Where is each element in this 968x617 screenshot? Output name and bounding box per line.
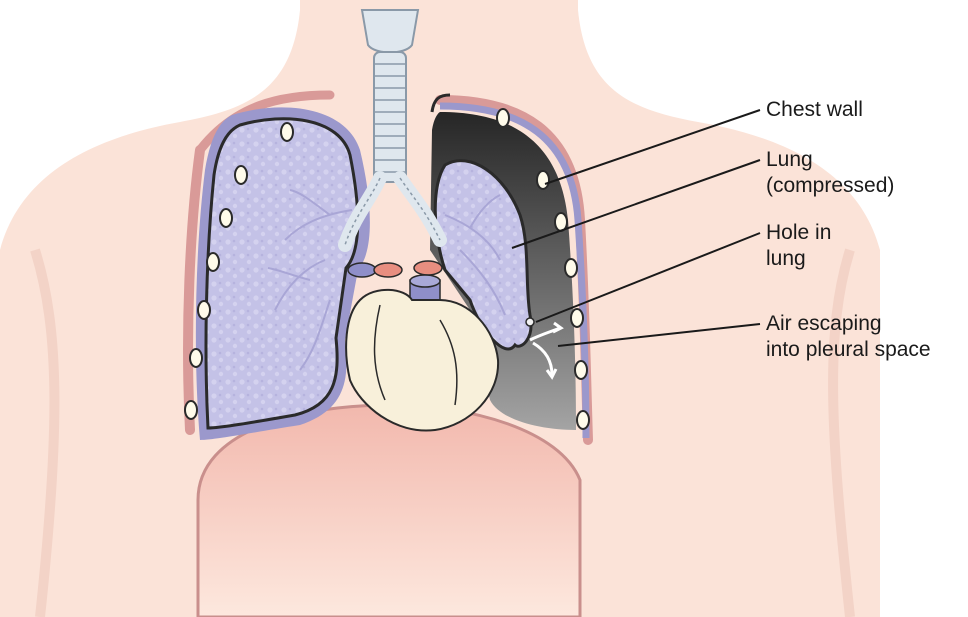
- label-hole-line1: Hole in: [766, 220, 831, 246]
- right-lung[interactable]: [206, 119, 358, 428]
- label-lung-line1: Lung: [766, 147, 894, 173]
- label-lung-compressed: Lung (compressed): [766, 147, 894, 199]
- larynx: [362, 10, 418, 53]
- trachea: [374, 52, 406, 182]
- label-air-escaping: Air escaping into pleural space: [766, 311, 931, 363]
- label-lung-line2: (compressed): [766, 173, 894, 199]
- artery-right: [374, 263, 402, 277]
- label-chest-wall: Chest wall: [766, 97, 863, 123]
- label-air-line2: into pleural space: [766, 337, 931, 363]
- artery-left: [414, 261, 442, 275]
- pulmonary-trunk-top: [410, 275, 440, 287]
- lung-hole[interactable]: [526, 318, 534, 326]
- abdomen: [198, 405, 580, 617]
- vein-left: [348, 263, 376, 277]
- label-air-line1: Air escaping: [766, 311, 931, 337]
- label-hole-in-lung: Hole in lung: [766, 220, 831, 272]
- label-hole-line2: lung: [766, 246, 831, 272]
